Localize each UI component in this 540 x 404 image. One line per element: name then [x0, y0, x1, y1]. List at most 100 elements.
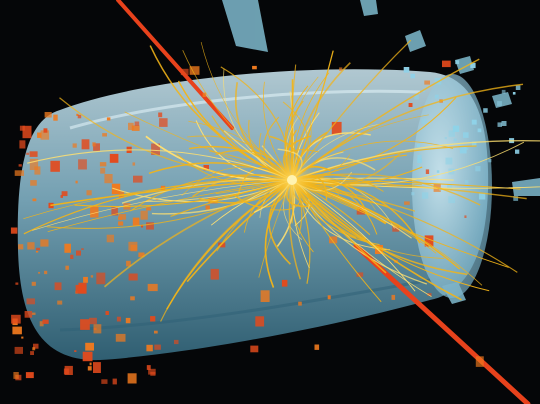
- muon-hit: [501, 121, 507, 126]
- energy-deposit: [40, 239, 49, 247]
- energy-deposit: [339, 67, 343, 71]
- muon-hit: [421, 192, 429, 199]
- energy-deposit: [29, 151, 38, 157]
- energy-deposit: [70, 254, 74, 259]
- energy-deposit: [90, 206, 99, 218]
- energy-deposit: [81, 248, 84, 250]
- muon-hit: [497, 122, 502, 127]
- particle-track: [103, 179, 293, 288]
- energy-deposit: [102, 133, 107, 137]
- energy-deposit: [12, 326, 22, 335]
- energy-deposit: [100, 167, 106, 174]
- energy-deposit: [89, 362, 92, 366]
- muon-hit: [466, 147, 469, 150]
- energy-deposit: [61, 191, 68, 197]
- energy-deposit: [26, 298, 35, 305]
- particle-track: [291, 140, 540, 181]
- energy-deposit: [30, 351, 34, 355]
- muon-hit: [447, 184, 453, 190]
- energy-deposit: [80, 319, 90, 330]
- particle-track: [291, 83, 524, 181]
- energy-deposit: [36, 247, 40, 251]
- particle-track: [149, 45, 293, 181]
- muon-hit: [471, 119, 477, 125]
- energy-deposit: [74, 350, 77, 352]
- energy-deposit: [118, 221, 124, 226]
- energy-deposit: [146, 365, 151, 370]
- energy-deposit: [65, 265, 69, 270]
- muon-hit: [417, 158, 422, 163]
- energy-deposit: [408, 103, 413, 107]
- energy-deposit: [86, 190, 92, 196]
- energy-deposit: [130, 244, 138, 252]
- energy-deposit: [118, 216, 123, 221]
- beam-line-upper: [116, 0, 234, 130]
- energy-deposit: [132, 217, 140, 226]
- energy-deposit: [203, 165, 209, 171]
- energy-deposit: [64, 365, 73, 375]
- muon-hit: [475, 166, 481, 172]
- energy-deposit: [146, 344, 153, 352]
- energy-deposit: [53, 114, 58, 121]
- energy-deposit: [314, 344, 320, 350]
- energy-deposit: [15, 282, 19, 285]
- energy-deposit: [148, 368, 156, 375]
- muon-hit: [434, 94, 439, 99]
- energy-deposit: [37, 132, 42, 138]
- energy-deposit: [21, 336, 24, 339]
- energy-deposit: [131, 125, 140, 131]
- muon-hit: [416, 144, 421, 148]
- energy-deposit: [425, 169, 430, 174]
- muon-hit: [470, 62, 476, 69]
- energy-deposit: [78, 159, 87, 170]
- energy-deposit: [159, 118, 168, 127]
- energy-deposit: [255, 316, 265, 327]
- energy-deposit: [106, 234, 114, 243]
- particle-track: [23, 179, 293, 220]
- energy-deposit: [146, 222, 154, 230]
- energy-deposit: [44, 112, 52, 118]
- energy-deposit: [14, 346, 23, 354]
- energy-deposit: [111, 207, 118, 216]
- energy-deposit: [11, 314, 21, 324]
- particle-track: [59, 97, 293, 181]
- energy-deposit: [93, 362, 101, 373]
- muon-hit: [478, 193, 486, 200]
- energy-deposit: [424, 80, 430, 85]
- energy-deposit: [250, 345, 259, 353]
- energy-deposit: [189, 66, 200, 75]
- energy-deposit: [40, 130, 50, 140]
- energy-deposit: [89, 317, 97, 325]
- energy-deposit: [85, 342, 94, 351]
- muon-hit: [436, 170, 440, 173]
- muon-hit: [422, 90, 425, 93]
- muon-hit: [448, 196, 456, 204]
- muon-hit: [453, 138, 457, 142]
- energy-deposit: [72, 143, 77, 148]
- energy-deposit: [33, 343, 39, 349]
- energy-deposit: [31, 281, 36, 286]
- energy-deposit: [54, 282, 62, 291]
- energy-deposit: [260, 290, 270, 302]
- energy-deposit: [38, 272, 41, 274]
- energy-deposit: [34, 166, 41, 175]
- muon-hit: [410, 73, 415, 79]
- energy-deposit: [118, 214, 127, 220]
- muon-hit: [497, 101, 502, 106]
- energy-deposit: [134, 121, 140, 126]
- energy-deposit: [18, 164, 22, 167]
- muon-hit: [417, 165, 421, 169]
- muon-hit: [515, 85, 521, 90]
- particle-track: [74, 179, 293, 208]
- energy-deposit: [77, 114, 82, 119]
- muon-hit: [452, 125, 460, 132]
- energy-deposit: [125, 317, 131, 324]
- muon-hit: [417, 155, 422, 160]
- energy-deposit: [75, 180, 78, 184]
- energy-deposit: [150, 316, 156, 322]
- energy-deposit: [30, 180, 37, 186]
- energy-deposit: [83, 276, 88, 283]
- energy-deposit: [39, 321, 44, 327]
- energy-deposit: [90, 275, 94, 278]
- muon-hit: [459, 146, 467, 154]
